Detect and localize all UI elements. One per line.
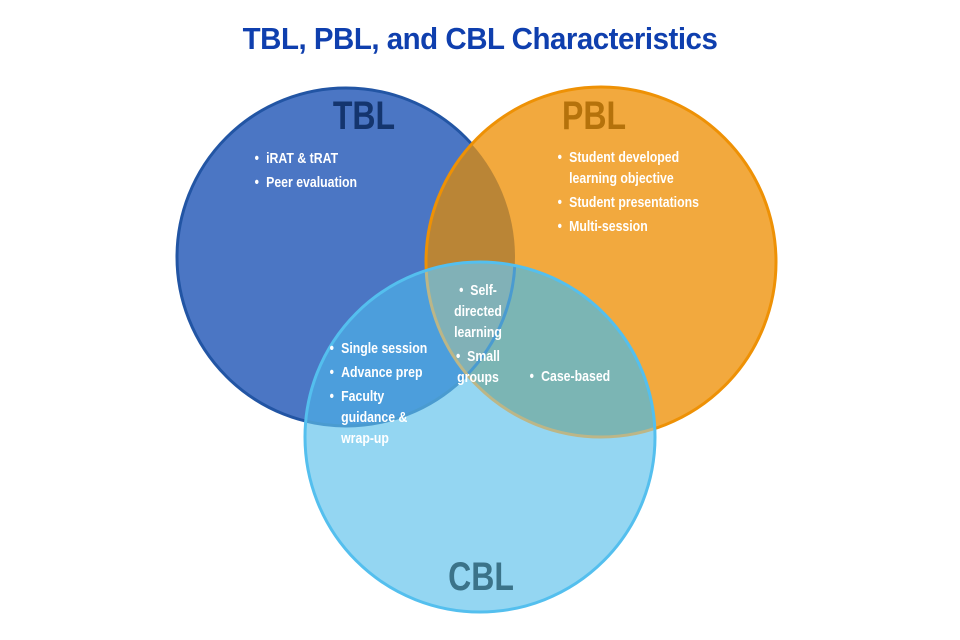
bullet-item: Student developed learning objective xyxy=(556,147,720,189)
circle-label-cbl: CBL xyxy=(448,555,514,599)
region-list-center: Self-directed learningSmall groups xyxy=(437,280,519,391)
bullet-item: Multi-session xyxy=(556,216,720,237)
bullet-item: Self-directed learning xyxy=(437,280,519,343)
region-list-tbl-only: iRAT & tRAT Peer evaluation xyxy=(253,148,417,196)
circle-label-pbl: PBL xyxy=(562,94,626,138)
pbl-edge-under-cbl xyxy=(424,262,655,439)
bullet-item: Faculty guidance & wrap-up xyxy=(328,386,435,449)
cbl-circle-outline xyxy=(303,260,657,614)
bullet-item: Student presentations xyxy=(556,192,720,213)
region-list-pbl-only: Student developed learning objectiveStud… xyxy=(556,147,720,240)
circle-label-tbl: TBL xyxy=(332,94,396,138)
bullet-item: Peer evaluation xyxy=(253,172,417,193)
region-list-tbl-cbl: Single sessionAdvance prepFaculty guidan… xyxy=(328,338,435,452)
bullet-item: Case-based xyxy=(528,366,651,387)
bullet-item: iRAT & tRAT xyxy=(253,148,417,169)
region-list-pbl-cbl: Case-based xyxy=(528,366,651,390)
pbl-cbl-overlap-region xyxy=(426,262,655,437)
bullet-item: Advance prep xyxy=(328,362,435,383)
page-title: TBL, PBL, and CBL Characteristics xyxy=(242,21,718,56)
bullet-item: Single session xyxy=(328,338,435,359)
bullet-item: Small groups xyxy=(437,346,519,388)
